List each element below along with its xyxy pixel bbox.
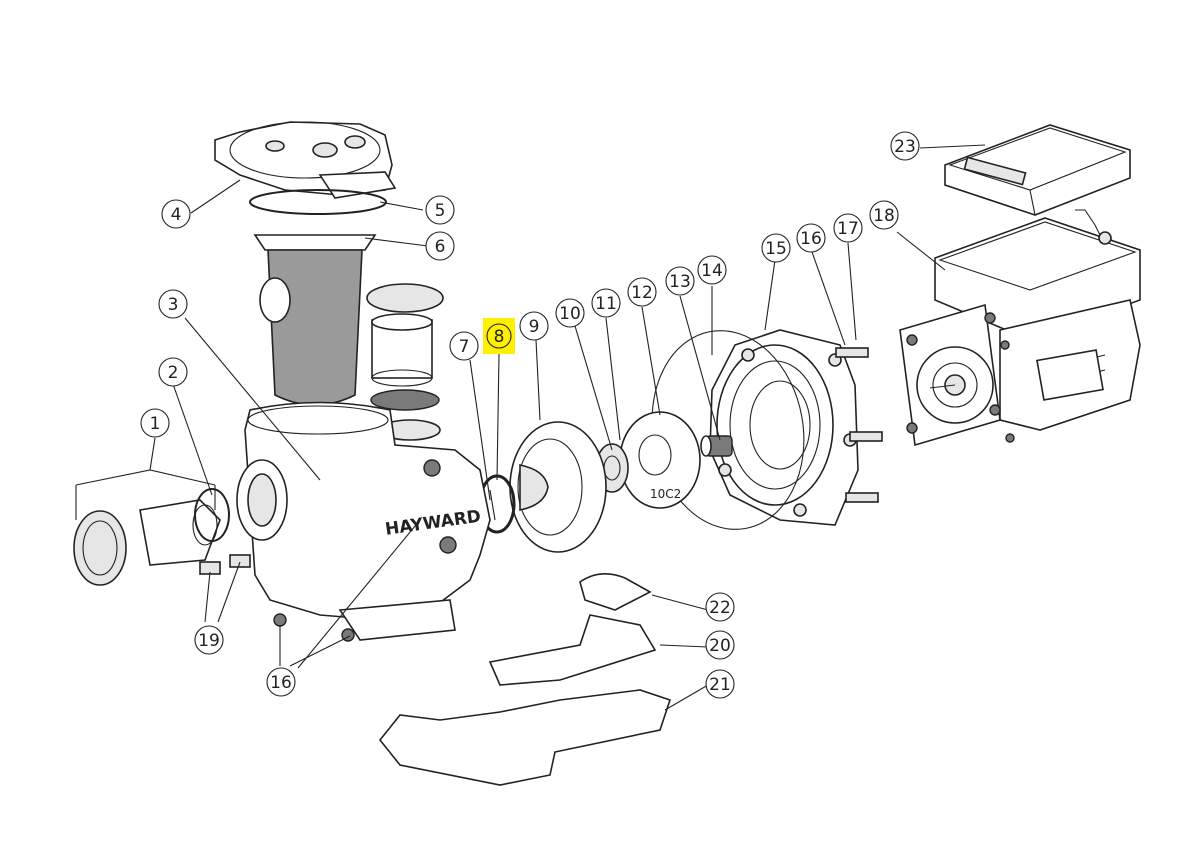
part-7-screw bbox=[489, 489, 496, 521]
callout-number: 12 bbox=[631, 283, 653, 303]
callout-number: 5 bbox=[435, 201, 446, 221]
callout-23: 23 bbox=[890, 131, 920, 161]
callout-number: 7 bbox=[459, 337, 470, 357]
callout-number: 23 bbox=[894, 137, 916, 157]
callout-number: 10 bbox=[559, 304, 581, 324]
callout-circle bbox=[705, 630, 735, 660]
part-22-foot-pad bbox=[579, 573, 652, 611]
callout-21: 21 bbox=[705, 669, 735, 699]
impeller-label: 10C2 bbox=[650, 487, 681, 501]
part-1-union bbox=[73, 499, 221, 586]
callout-circle bbox=[796, 223, 826, 253]
callout-number: 14 bbox=[701, 261, 723, 281]
callout-9: 9 bbox=[519, 311, 549, 341]
callout-number: 1 bbox=[150, 414, 161, 434]
callout-circle bbox=[158, 289, 188, 319]
callout-circle bbox=[161, 199, 191, 229]
part-13-shaft-seal bbox=[700, 435, 733, 457]
callout-circle bbox=[158, 357, 188, 387]
callout-circle bbox=[425, 195, 455, 225]
callout-circle bbox=[697, 255, 727, 285]
callout-circle bbox=[425, 231, 455, 261]
part-21-base bbox=[378, 689, 672, 786]
callout-16: 16 bbox=[796, 223, 826, 253]
callout-circle bbox=[705, 669, 735, 699]
callout-number: 2 bbox=[168, 363, 179, 383]
callout-circle bbox=[194, 625, 224, 655]
callout-3: 3 bbox=[158, 289, 188, 319]
callout-circle bbox=[869, 200, 899, 230]
callout-circle bbox=[140, 408, 170, 438]
callout-15: 15 bbox=[761, 233, 791, 263]
part-15-seal-plate bbox=[709, 329, 859, 526]
part-12-diffuser: 10C2 bbox=[619, 411, 701, 509]
callout-number: 15 bbox=[765, 239, 787, 259]
callout-10: 10 bbox=[555, 298, 585, 328]
callout-circle bbox=[890, 131, 920, 161]
callout-2: 2 bbox=[158, 357, 188, 387]
callout-circle bbox=[705, 592, 735, 622]
callout-number: 4 bbox=[171, 205, 182, 225]
callout-circle bbox=[486, 323, 512, 349]
callout-number: 9 bbox=[529, 317, 540, 337]
part-5-cover-o-ring bbox=[249, 189, 387, 215]
part-9-diffuser bbox=[509, 421, 607, 553]
part-3-pump-housing: HAYWARD bbox=[236, 401, 491, 641]
callout-number: 22 bbox=[709, 598, 731, 618]
callout-circle bbox=[761, 233, 791, 263]
callout-20: 20 bbox=[705, 630, 735, 660]
callout-number: 17 bbox=[837, 219, 859, 239]
callout-circle bbox=[555, 298, 585, 328]
callout-11: 11 bbox=[591, 288, 621, 318]
callout-number: 3 bbox=[168, 295, 179, 315]
callout-17: 17 bbox=[833, 213, 863, 243]
part-2-o-ring bbox=[194, 488, 230, 542]
callout-number: 20 bbox=[709, 636, 731, 656]
callout-number: 18 bbox=[873, 206, 895, 226]
callout-16: 16 bbox=[266, 667, 296, 697]
callout-number: 16 bbox=[800, 229, 822, 249]
callout-number: 16 bbox=[270, 673, 292, 693]
callout-number: 6 bbox=[435, 237, 446, 257]
callout-number: 8 bbox=[494, 327, 505, 347]
callout-13: 13 bbox=[665, 266, 695, 296]
part-18-motor bbox=[899, 209, 1141, 447]
leader-lines bbox=[75, 144, 986, 711]
callout-circle bbox=[665, 266, 695, 296]
callout-7: 7 bbox=[449, 331, 479, 361]
callout-circle bbox=[833, 213, 863, 243]
part-6-strainer-basket bbox=[253, 234, 377, 406]
callout-18: 18 bbox=[869, 200, 899, 230]
callout-number: 13 bbox=[669, 272, 691, 292]
callout-number: 19 bbox=[198, 631, 220, 651]
part-4-strainer-cover bbox=[214, 121, 397, 199]
part-23-control-cover bbox=[944, 124, 1131, 216]
part-19-drain-plugs bbox=[199, 554, 251, 575]
callout-circle bbox=[627, 277, 657, 307]
callout-circle bbox=[266, 667, 296, 697]
callout-circle bbox=[591, 288, 621, 318]
callout-5: 5 bbox=[425, 195, 455, 225]
callout-number: 21 bbox=[709, 675, 731, 695]
callout-14: 14 bbox=[697, 255, 727, 285]
part-20-motor-support bbox=[488, 614, 657, 686]
callout-19: 19 bbox=[194, 625, 224, 655]
callout-circle bbox=[449, 331, 479, 361]
callout-12: 12 bbox=[627, 277, 657, 307]
callout-1: 1 bbox=[140, 408, 170, 438]
callout-8: 8 bbox=[486, 323, 512, 349]
callout-number: 11 bbox=[595, 294, 617, 314]
callout-22: 22 bbox=[705, 592, 735, 622]
callout-circle bbox=[519, 311, 549, 341]
callout-4: 4 bbox=[161, 199, 191, 229]
callout-6: 6 bbox=[425, 231, 455, 261]
